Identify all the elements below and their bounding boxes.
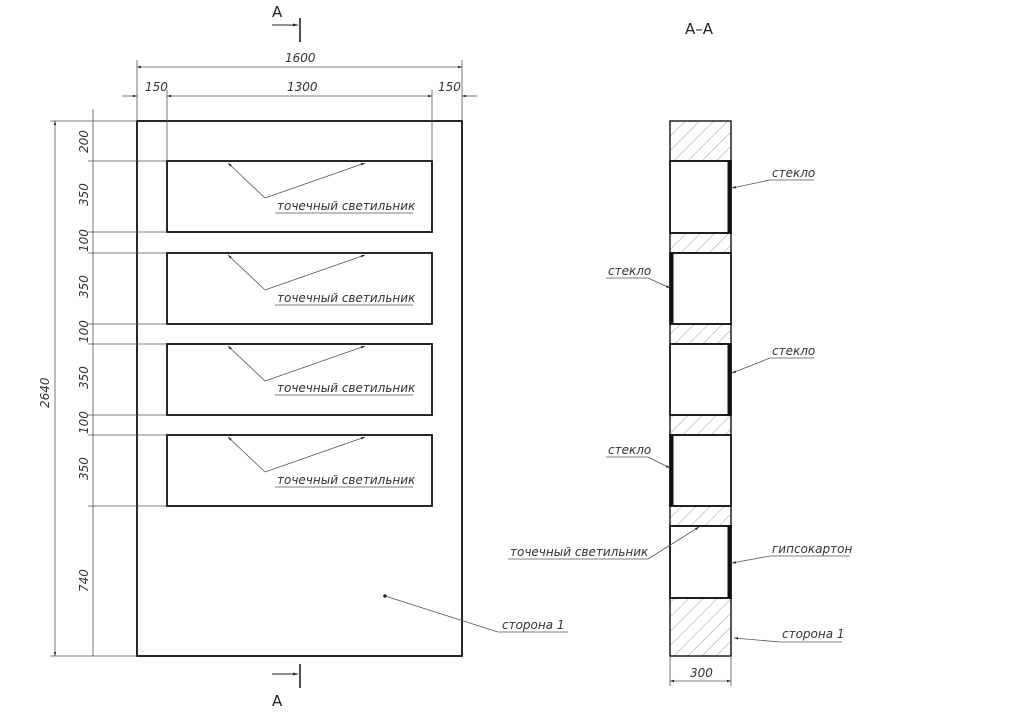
- dim-150-left: 150: [145, 80, 168, 94]
- dim-2640: 2640: [38, 377, 52, 408]
- light-label-1: точечный светильник: [277, 199, 416, 213]
- light-label-2: точечный светильник: [277, 291, 416, 305]
- dim-350-3: 350: [77, 366, 91, 389]
- dim-300: 300: [690, 666, 713, 680]
- light-callout-1: точечный светильник: [227, 162, 416, 214]
- glass-label-4: стекло: [608, 443, 651, 457]
- cavity-4: [669, 434, 732, 507]
- side-callout: сторона 1: [383, 594, 568, 633]
- dim-100-1: 100: [77, 229, 91, 252]
- side-label-section: сторона 1: [782, 627, 845, 641]
- light-callout-4: точечный светильник: [227, 436, 416, 488]
- section-mark-top: A: [272, 3, 301, 42]
- dim-740: 740: [77, 569, 91, 592]
- hatch-segment-5: [669, 505, 732, 527]
- drywall-label: гипсокартон: [772, 542, 852, 556]
- hatch-segment-2: [669, 232, 732, 254]
- light-label-section: точечный светильник: [510, 545, 649, 559]
- hatch-segment-1: [669, 120, 732, 162]
- dim-1600: 1600: [285, 51, 316, 65]
- light-callouts: точечный светильник точечный светильник …: [227, 162, 568, 633]
- light-label-4: точечный светильник: [277, 473, 416, 487]
- window-3: [166, 343, 433, 416]
- dim-100-2: 100: [77, 320, 91, 343]
- cavity-5: [669, 525, 732, 599]
- dim-350-4: 350: [77, 457, 91, 480]
- dim-150-right: 150: [438, 80, 461, 94]
- window-2: [166, 252, 433, 325]
- glass-label-1: стекло: [772, 166, 815, 180]
- cavity-1: [669, 160, 732, 234]
- panel-outline: [136, 120, 463, 657]
- horizontal-dimensions: 1600 150 1300 150: [122, 51, 477, 161]
- vertical-dimensions: 2640 200 350 100 350 100 350 100 350 740: [38, 109, 167, 657]
- cavity-3: [669, 343, 732, 416]
- dim-100-3: 100: [77, 411, 91, 434]
- glass-label-2: стекло: [608, 264, 651, 278]
- dim-1300: 1300: [287, 80, 318, 94]
- light-label-3: точечный светильник: [277, 381, 416, 395]
- window-1: [166, 160, 433, 233]
- hatch-segment-4: [669, 414, 732, 436]
- hatch-segment-3: [669, 323, 732, 345]
- hatch-segment-6: [669, 597, 732, 657]
- dim-200: 200: [77, 130, 91, 153]
- front-view: [136, 120, 463, 657]
- side-label-front: сторона 1: [502, 618, 565, 632]
- cavity-2: [669, 252, 732, 325]
- dim-350-2: 350: [77, 275, 91, 298]
- section-mark-bottom-letter: A: [272, 692, 283, 710]
- light-callout-2: точечный светильник: [227, 254, 416, 306]
- light-callout-3: точечный светильник: [227, 345, 416, 396]
- section-mark-top-letter: A: [272, 3, 283, 21]
- section-mark-bottom: A: [272, 664, 301, 710]
- section-title: A–A: [685, 20, 714, 38]
- section-view: стекло стекло стекло стекло точечный све…: [508, 120, 852, 686]
- dim-350-1: 350: [77, 183, 91, 206]
- glass-label-3: стекло: [772, 344, 815, 358]
- window-4: [166, 434, 433, 507]
